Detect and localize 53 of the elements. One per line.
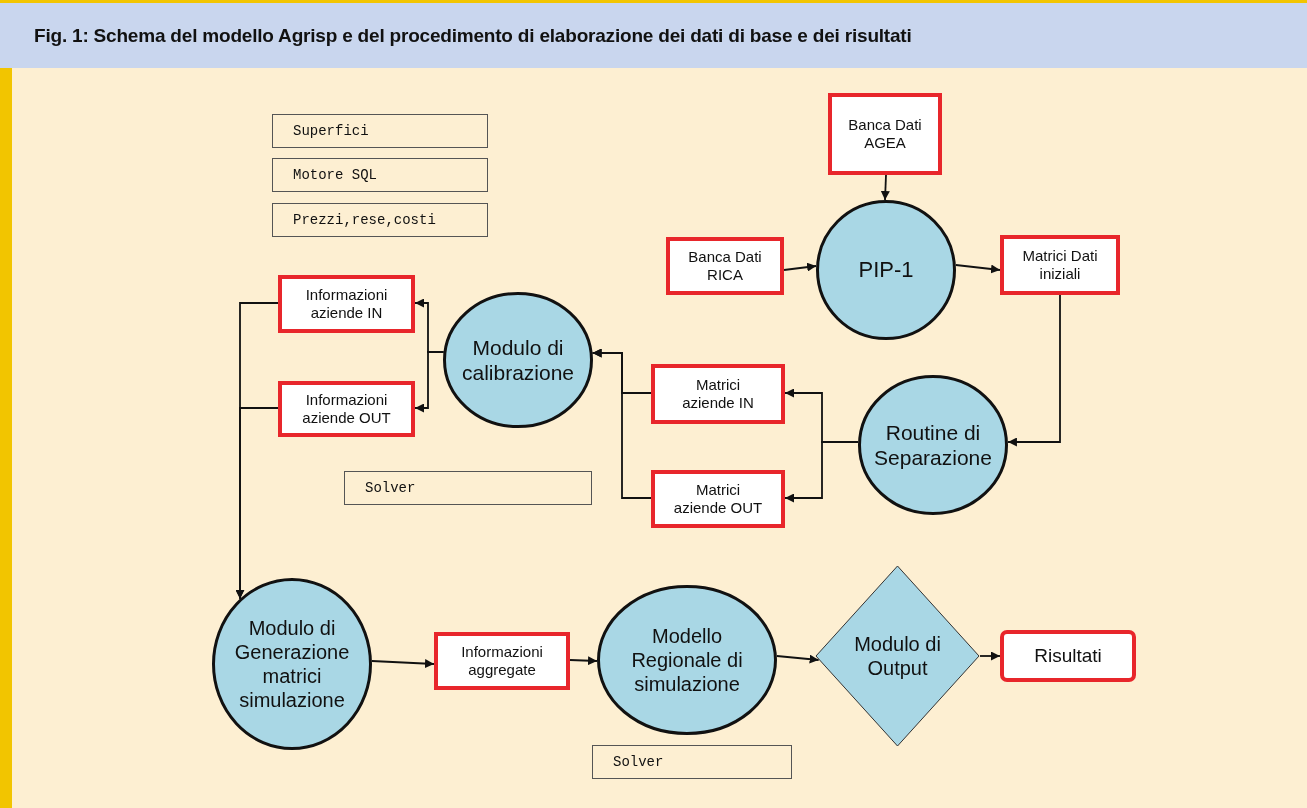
data-box — [1000, 235, 1120, 295]
process-ellipse — [443, 292, 593, 428]
arrow — [371, 659, 435, 669]
arrow — [591, 348, 652, 499]
note-box — [272, 203, 488, 237]
data-box — [651, 364, 785, 424]
node-label: Modulo di Output — [853, 632, 942, 680]
arrow — [775, 654, 820, 664]
node-label: Superfici — [292, 122, 370, 140]
note-box — [592, 745, 792, 779]
note-box — [272, 114, 488, 148]
process-ellipse — [597, 585, 777, 735]
data-box — [666, 237, 784, 295]
process-ellipse — [858, 375, 1008, 515]
node-label: Informazioni aziende OUT — [301, 391, 392, 427]
node-label: Banca Dati RICA — [687, 248, 763, 284]
arrow — [235, 407, 279, 600]
process-ellipse — [816, 200, 956, 340]
node-label: PIP-1 — [857, 256, 915, 284]
note-box — [344, 471, 592, 505]
process-ellipse — [212, 578, 372, 750]
data-box — [434, 632, 570, 690]
note-box — [272, 158, 488, 192]
node-label: Informazioni aggregate — [460, 643, 544, 679]
node-label: Matrici aziende OUT — [672, 481, 764, 517]
arrow — [1007, 294, 1061, 447]
node-label: Solver — [364, 479, 417, 497]
arrow — [783, 262, 817, 272]
arrow — [414, 351, 445, 413]
node-label: Solver — [612, 753, 665, 771]
node-label: Matrici Dati iniziali — [1021, 247, 1099, 283]
output-diamond — [815, 565, 980, 747]
node-label: Motore SQL — [292, 166, 378, 184]
data-box — [828, 93, 942, 175]
result-box — [1000, 630, 1136, 682]
arrow — [954, 264, 1001, 274]
node-label: Risultati — [1033, 644, 1103, 668]
arrow — [569, 656, 598, 666]
data-box — [278, 381, 415, 437]
arrow — [979, 651, 1001, 661]
node-label: Prezzi,rese,costi — [292, 211, 437, 229]
node-label: Matrici aziende IN — [681, 376, 755, 412]
node-label: Modello Regionale di simulazione — [630, 624, 744, 696]
data-box — [278, 275, 415, 333]
arrow — [784, 441, 859, 503]
node-label: Routine di Separazione — [873, 419, 993, 471]
node-label: Informazioni aziende IN — [304, 286, 389, 322]
node-label: Modulo di calibrazione — [460, 334, 576, 386]
node-label: Banca Dati AGEA — [847, 116, 923, 152]
node-label: Modulo di Generazione matrici simulazione — [233, 616, 351, 712]
data-box — [651, 470, 785, 528]
figure-title: Fig. 1: Schema del modello Agrisp e del procedimento di elaborazione dei dati di base e dei risultati — [34, 24, 912, 47]
arrow — [880, 174, 890, 201]
